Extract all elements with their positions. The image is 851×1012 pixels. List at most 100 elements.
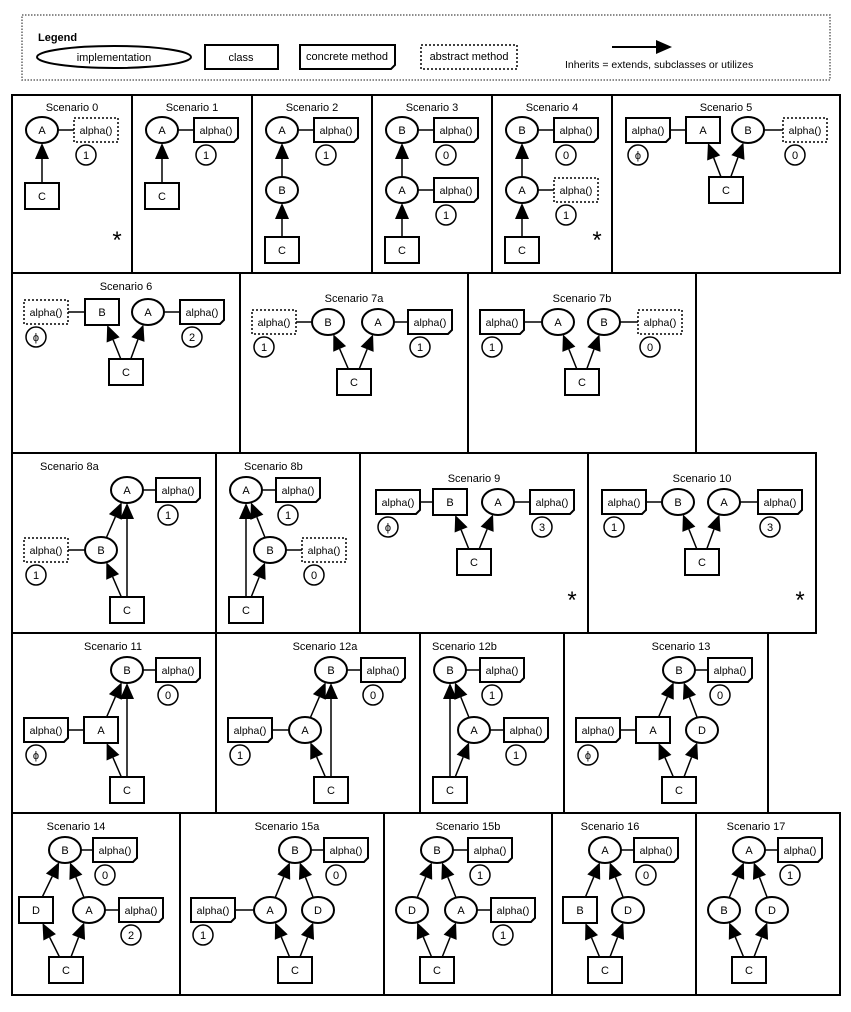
scenario-frame xyxy=(611,94,841,274)
class-node xyxy=(277,956,313,984)
inherits-edge xyxy=(568,348,578,370)
inherits-edge xyxy=(758,877,768,898)
scenario-title: Scenario 8b xyxy=(244,461,303,473)
method-label: alpha() xyxy=(99,845,132,857)
node-label: C xyxy=(62,965,70,977)
inherits-arrowhead xyxy=(310,742,324,760)
class-node xyxy=(562,896,598,924)
inherits-edge xyxy=(584,876,595,898)
legend-inherits-label: Inherits = extends, subclasses or utiliz… xyxy=(565,59,753,71)
inherits-arrowhead xyxy=(441,862,455,880)
node-label: A xyxy=(649,725,657,737)
class-node xyxy=(109,596,145,624)
class-node xyxy=(313,776,349,804)
inherits-arrowhead xyxy=(731,862,745,880)
method-count-circle xyxy=(469,864,491,886)
inherits-arrowhead xyxy=(454,515,468,533)
node-label: B xyxy=(291,845,298,857)
inherits-edge xyxy=(111,576,123,598)
node-label: C xyxy=(698,557,706,569)
method-label: alpha() xyxy=(30,307,63,319)
inherits-edge xyxy=(130,339,139,360)
inherits-arrowhead xyxy=(277,862,291,880)
abstract-method-box xyxy=(553,177,599,203)
method-count-circle xyxy=(492,924,514,946)
node-label: C xyxy=(433,965,441,977)
method-count-circle xyxy=(157,684,179,706)
inherits-edge xyxy=(753,937,763,958)
inherits-arrowhead xyxy=(274,922,288,940)
method-label: alpha() xyxy=(644,317,677,329)
inherits-arrowhead xyxy=(108,502,122,520)
legend-class-label: class xyxy=(228,52,254,64)
node-label: D xyxy=(408,905,416,917)
inherits-arrowhead xyxy=(120,503,134,519)
method-count-circle xyxy=(779,864,801,886)
abstract-method-box xyxy=(251,309,297,335)
node-label: B xyxy=(266,545,273,557)
method-count: 1 xyxy=(500,930,506,942)
method-count: 0 xyxy=(443,150,449,162)
concrete-method-box xyxy=(633,837,679,863)
scenario-frame xyxy=(695,812,841,996)
inherits-edge xyxy=(664,757,675,778)
scenario-title: Scenario 9 xyxy=(448,473,501,485)
class-node xyxy=(708,176,744,204)
node-label: C xyxy=(350,377,358,389)
method-count-circle xyxy=(435,144,457,166)
inherits-arrowhead xyxy=(298,862,313,880)
legend-abstract-method-shape xyxy=(420,44,518,70)
node-label: A xyxy=(97,725,105,737)
node-label: A xyxy=(38,125,46,137)
method-label: alpha() xyxy=(382,497,415,509)
node-label: C xyxy=(38,191,46,203)
class-node xyxy=(685,116,721,144)
node-label: B xyxy=(576,905,583,917)
method-label: alpha() xyxy=(536,497,569,509)
method-count-circle xyxy=(435,204,457,226)
method-count: 1 xyxy=(261,342,267,354)
method-label: alpha() xyxy=(510,725,543,737)
node-label: C xyxy=(398,245,406,257)
class-node xyxy=(731,956,767,984)
concrete-method-box xyxy=(433,177,479,203)
legend-implementation-label: implementation xyxy=(77,52,152,64)
inherits-arrowhead xyxy=(312,682,326,700)
inherits-arrowhead xyxy=(707,143,721,161)
method-label: alpha() xyxy=(560,185,593,197)
method-count-circle xyxy=(277,504,299,526)
method-count-circle xyxy=(759,516,781,538)
inherits-edge xyxy=(41,876,53,898)
inherits-edge xyxy=(280,936,291,958)
scenario-title: Scenario 16 xyxy=(581,821,640,833)
node-label: A xyxy=(699,125,707,137)
inherits-arrowhead xyxy=(728,922,742,940)
method-label: alpha() xyxy=(125,905,158,917)
abstract-method-box xyxy=(23,537,69,563)
node-label: A xyxy=(494,497,502,509)
concrete-method-box xyxy=(707,657,753,683)
node-label: B xyxy=(675,665,682,677)
method-count: 1 xyxy=(489,342,495,354)
method-label: alpha() xyxy=(632,125,665,137)
inherits-edge xyxy=(105,696,117,718)
node-label: B xyxy=(744,125,751,137)
method-label: alpha() xyxy=(582,725,615,737)
class-node xyxy=(84,298,120,326)
class-node xyxy=(661,776,697,804)
inherits-arrowhead xyxy=(35,143,49,159)
inherits-arrowhead xyxy=(324,683,338,699)
legend-title: Legend xyxy=(38,32,77,44)
method-label: alpha() xyxy=(30,545,63,557)
inherits-edge xyxy=(299,937,309,958)
inherits-edge xyxy=(112,757,123,778)
scenario-title: Scenario 14 xyxy=(47,821,106,833)
inherits-arrowhead xyxy=(752,862,767,880)
node-label: C xyxy=(601,965,609,977)
node-label: A xyxy=(374,317,382,329)
implementation-node xyxy=(395,896,429,924)
